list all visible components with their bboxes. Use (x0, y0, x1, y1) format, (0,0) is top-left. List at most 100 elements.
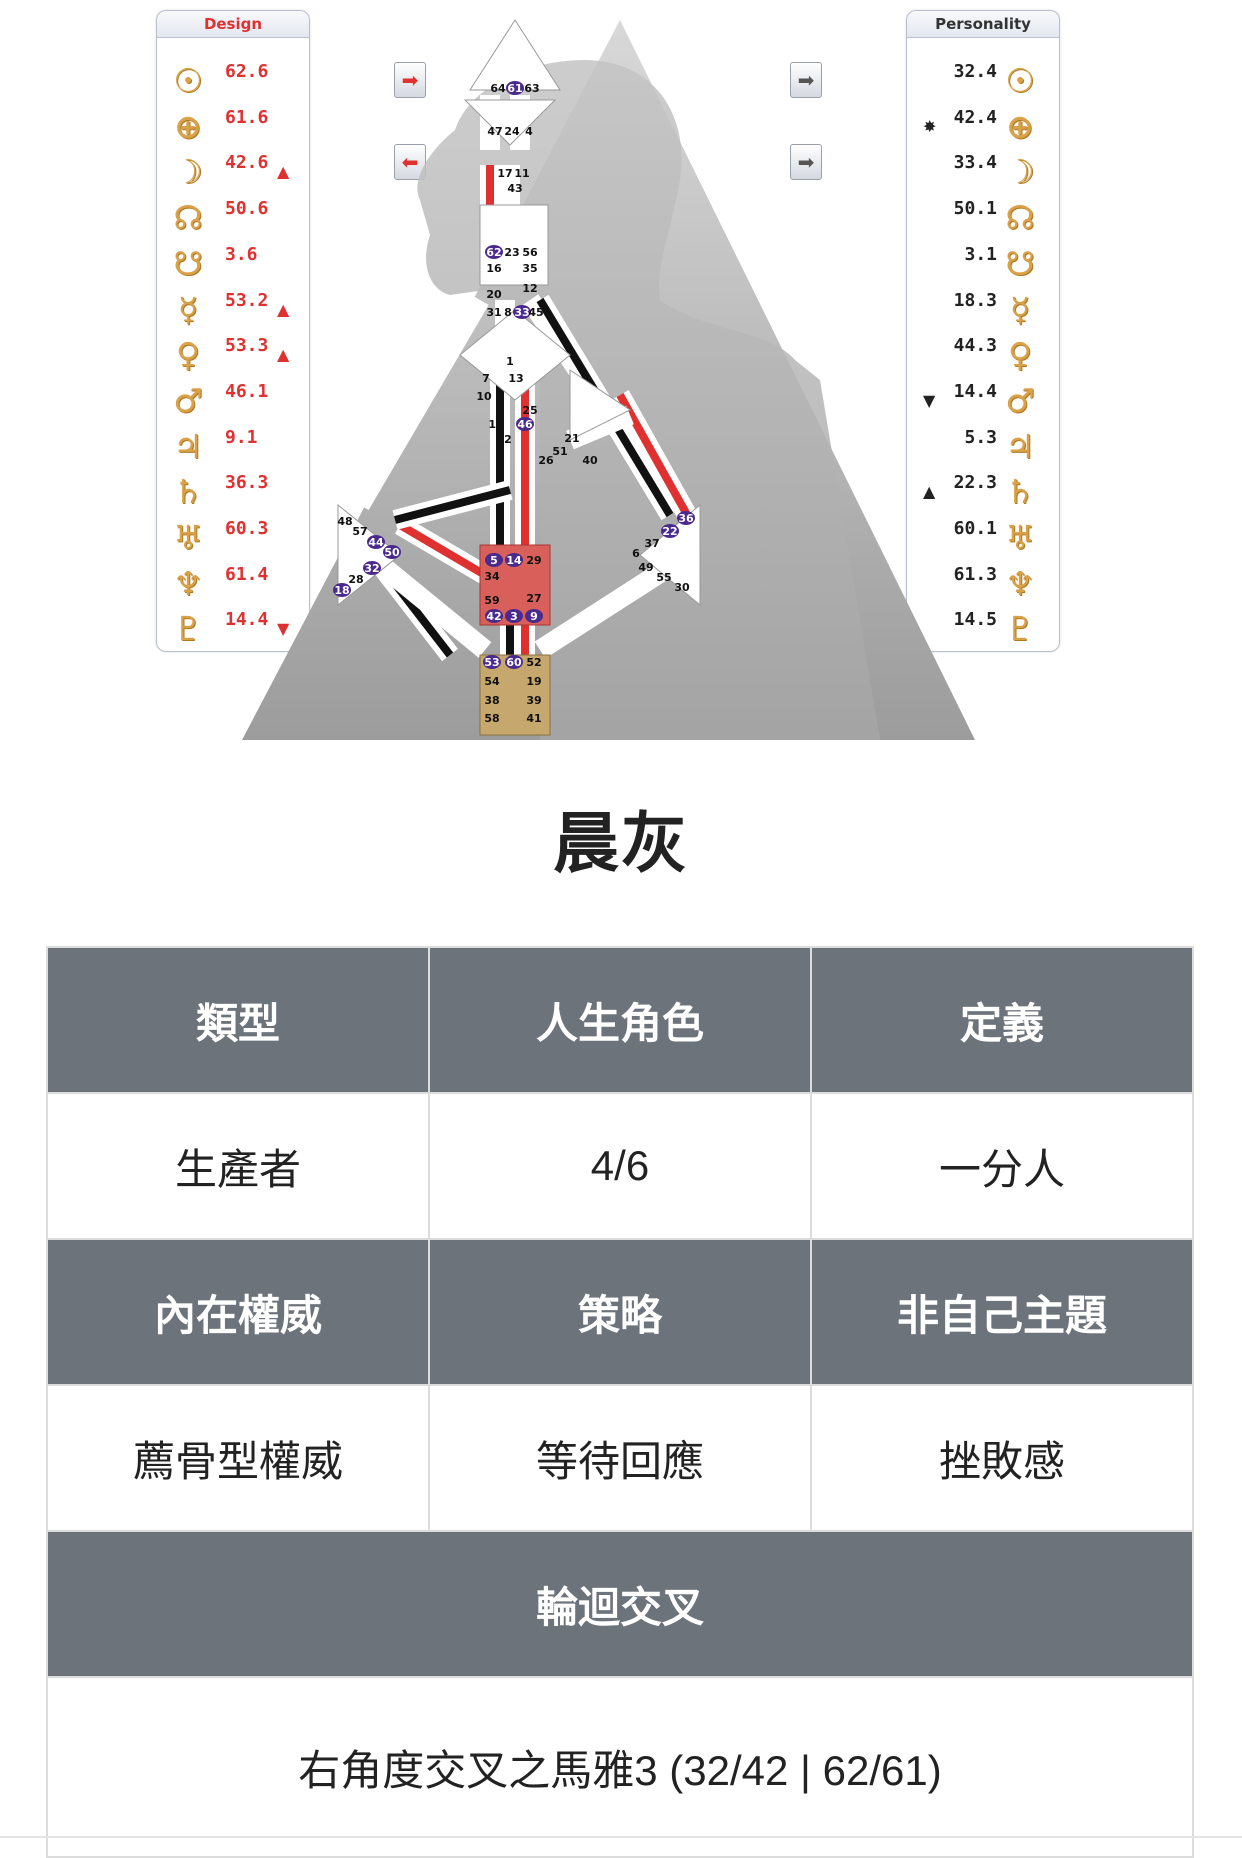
gate-label: 48 (337, 515, 352, 528)
design-value: 50.6 (225, 198, 269, 220)
personality-arrow-right-button[interactable]: ➡ (790, 62, 822, 98)
personality-row-neptune: ♆ 61.3 (907, 564, 1059, 604)
gate-label: 13 (508, 372, 523, 385)
gate-label: 18 (334, 584, 349, 597)
design-row-saturn: ♄36.3 (157, 472, 309, 512)
personality-row-saturn: ♄22.3▲ (907, 472, 1059, 512)
mercury-icon: ☿ (1009, 289, 1031, 329)
design-row-pluto: ♇14.4▼ (157, 609, 309, 649)
gate-label: 41 (526, 712, 541, 725)
neptune-icon: ♆ (1005, 563, 1035, 603)
earth-icon: ⊕ (1006, 106, 1034, 146)
neptune-icon: ♆ (173, 563, 203, 603)
design-row-neptune: ♆ 61.4 (157, 564, 309, 604)
gate-badge (661, 524, 679, 538)
design-value: 42.6 (225, 152, 269, 174)
gate-label: 55 (656, 571, 671, 584)
gate-badge (485, 553, 503, 567)
gate-label: 33 (514, 306, 529, 319)
north-node-icon: ☊ (173, 198, 203, 238)
gate-label: 30 (674, 581, 690, 594)
gate-label: 4 (525, 125, 533, 138)
gate-label: 7 (482, 372, 490, 385)
design-marker: ▼ (277, 619, 290, 639)
gate-label: 47 (487, 125, 502, 138)
gate-label: 53 (484, 656, 499, 669)
gate-label: 3 (510, 610, 518, 623)
strategy-header: 策略 (428, 1238, 812, 1386)
design-value: 14.4 (225, 609, 269, 631)
personality-value: 44.3 (953, 335, 997, 357)
design-row-mercury: ☿ 53.2 ▲ (157, 290, 309, 330)
design-marker: ▲ (277, 299, 290, 319)
moon-icon: ☽ (1005, 152, 1035, 192)
design-value: 36.3 (225, 472, 269, 494)
strategy-value: 等待回應 (428, 1384, 812, 1532)
authority-value: 薦骨型權威 (46, 1384, 430, 1532)
gate-label: 1 (506, 355, 514, 368)
personality-value: 61.3 (953, 563, 997, 585)
gate-label: 40 (582, 454, 598, 467)
table-header-row: 內在權威 策略 非自己主題 (46, 1238, 1194, 1386)
personality-marker: ✸ (923, 116, 937, 136)
design-value: 60.3 (225, 518, 269, 539)
personality-row-pluto: ♇14.5 (907, 609, 1059, 649)
personality-row-moon: ☽33.4 (907, 152, 1059, 192)
personality-row-mercury: ☿ 18.3 (907, 290, 1059, 330)
personality-arrow-right-button-2[interactable]: ➡ (790, 144, 822, 180)
gate-label: 31 (486, 306, 501, 319)
spleen-center (337, 503, 401, 607)
gate-badge (485, 609, 503, 623)
gate-label: 62 (486, 246, 501, 259)
saturn-icon: ♄ (1005, 472, 1035, 512)
gate-label: 8 (504, 306, 512, 319)
personality-value: 18.3 (953, 289, 997, 311)
design-marker: ▲ (277, 345, 290, 365)
personality-value: 32.4 (953, 61, 997, 82)
personality-row-mars: ♂14.4▼ (907, 381, 1059, 421)
gate-label: 27 (526, 592, 541, 605)
gate-label: 42 (486, 610, 501, 623)
not-self-value: 挫敗感 (810, 1384, 1194, 1532)
mercury-icon: ☿ (177, 289, 199, 329)
ajna-center (463, 99, 557, 146)
personality-marker: ▲ (923, 482, 936, 502)
type-value: 生產者 (46, 1092, 430, 1240)
channel-base (534, 551, 686, 659)
gate-label: 45 (528, 306, 543, 319)
gate-label: 61 (507, 82, 522, 95)
gate-label: 17 (497, 167, 512, 180)
definition-header: 定義 (810, 946, 1194, 1094)
personality-panel: Personality ☉32.4⊕42.4✸☽33.4☊50.1☋3.1☿18… (906, 10, 1060, 652)
personality-row-venus: ♀44.3 (907, 335, 1059, 375)
sun-icon: ☉ (173, 61, 203, 100)
design-value: 62.6 (225, 61, 269, 82)
channel-red (397, 521, 488, 579)
gate-label: 28 (348, 573, 363, 586)
earth-icon: ⊕ (174, 106, 202, 146)
gate-label: 56 (522, 246, 538, 259)
design-value: 53.3 (225, 335, 269, 357)
design-row-mars: ♂46.1 (157, 381, 309, 421)
jupiter-icon: ♃ (1005, 426, 1035, 466)
head-center (469, 19, 561, 91)
gate-badge (367, 535, 385, 549)
moon-icon: ☽ (173, 152, 203, 192)
design-arrow-right-button[interactable]: ➡ (394, 62, 426, 98)
gate-label: 15 (488, 418, 503, 431)
design-value: 61.4 (225, 563, 269, 585)
gate-label: 43 (507, 182, 522, 195)
design-arrow-left-button[interactable]: ⬅ (394, 144, 426, 180)
gate-label: 24 (504, 125, 520, 138)
gate-label: 59 (484, 594, 499, 607)
gate-badge (483, 655, 501, 669)
arrow-left-icon: ⬅ (401, 150, 419, 174)
design-value: 53.2 (225, 289, 269, 311)
gate-badge (505, 655, 523, 669)
table-header-row: 輪迴交叉 (46, 1530, 1194, 1678)
uranus-icon: ♅ (173, 518, 203, 557)
authority-header: 內在權威 (46, 1238, 430, 1386)
channel-base (566, 405, 634, 450)
gate-badge (506, 81, 524, 95)
